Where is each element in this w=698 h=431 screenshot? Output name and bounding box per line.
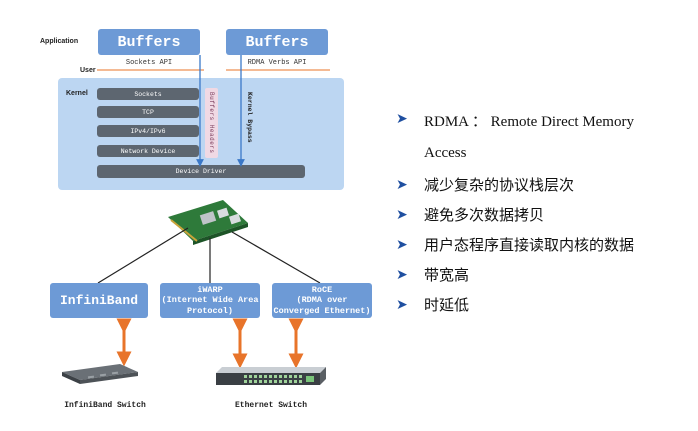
bullet-low-latency: ➤ 时延低 xyxy=(396,289,686,319)
bullet-user-space-text: 用户态程序直接读取内核的数据 xyxy=(424,236,635,254)
roce-line-1: RoCE xyxy=(311,285,333,296)
iwarp-line-2: (Internet Wide Area xyxy=(161,295,259,306)
bullet-reduce-stack-text: 减少复杂的协议栈层次 xyxy=(424,176,575,194)
application-label: Application xyxy=(40,38,79,45)
buffers-box-rdma: Buffers xyxy=(226,29,328,55)
feature-list: ➤ RDMA ： Remote Direct Memory Access ➤ 减… xyxy=(396,107,686,319)
iwarp-box: iWARP (Internet Wide Area Protocol) xyxy=(160,283,260,318)
bullet-high-bandwidth-text: 带宽高 xyxy=(424,266,470,284)
bullet-arrow-icon: ➤ xyxy=(396,295,408,312)
bullet-arrow-icon: ➤ xyxy=(396,110,408,126)
stack-layer-network-device: Network Device xyxy=(97,145,199,157)
stack-layer-tcp: TCP xyxy=(97,106,199,118)
buffers-box-sockets: Buffers xyxy=(98,29,200,55)
roce-line-3: Converged Ethernet) xyxy=(273,305,371,316)
bullet-low-latency-text: 时延低 xyxy=(424,296,470,314)
roce-line-2: (RDMA over xyxy=(296,295,348,306)
bullet-avoid-copy: ➤ 避免多次数据拷贝 xyxy=(396,199,686,229)
bullet-arrow-icon: ➤ xyxy=(396,175,408,192)
bullet-arrow-icon: ➤ xyxy=(396,205,408,222)
ethernet-switch-label: Ethernet Switch xyxy=(234,401,307,410)
device-driver-bar: Device Driver xyxy=(97,165,305,178)
bullet-arrow-icon: ➤ xyxy=(396,265,408,282)
buffers-headers-box: Buffers Headers xyxy=(205,88,218,158)
bullet-avoid-copy-text: 避免多次数据拷贝 xyxy=(424,206,545,224)
iwarp-line-1: iWARP xyxy=(197,285,223,296)
bullet-rdma-text: RDMA ： Remote Direct Memory Access xyxy=(424,107,634,169)
bullet-reduce-stack: ➤ 减少复杂的协议栈层次 xyxy=(396,169,686,199)
iwarp-line-3: Protocol) xyxy=(187,305,233,316)
bullet-rdma-line-1: RDMA ： Remote Direct Memory xyxy=(424,114,634,130)
bullet-high-bandwidth: ➤ 带宽高 xyxy=(396,259,686,289)
stack-layer-ip: IPv4/IPv6 xyxy=(97,125,199,137)
bullet-rdma: ➤ RDMA ： Remote Direct Memory Access xyxy=(396,107,686,169)
stack-layer-sockets: Sockets xyxy=(97,88,199,100)
kernel-label: Kernel xyxy=(66,90,88,97)
sockets-api-label: Sockets API xyxy=(125,59,173,67)
bullet-user-space: ➤ 用户态程序直接读取内核的数据 xyxy=(396,229,686,259)
infiniband-switch-label: InfiniBand Switch xyxy=(64,401,146,410)
kernel-bypass-label: Kernel Bypass xyxy=(246,92,253,143)
bullet-rdma-line-2: Access xyxy=(424,145,467,161)
roce-box: RoCE (RDMA over Converged Ethernet) xyxy=(272,283,372,318)
user-label: User xyxy=(80,67,96,74)
infiniband-box: InfiniBand xyxy=(50,283,148,318)
rdma-verbs-api-label: RDMA Verbs API xyxy=(247,59,307,67)
bullet-arrow-icon: ➤ xyxy=(396,235,408,252)
infiniband-switch-icon xyxy=(62,364,138,384)
ethernet-switch-icon xyxy=(216,367,326,385)
